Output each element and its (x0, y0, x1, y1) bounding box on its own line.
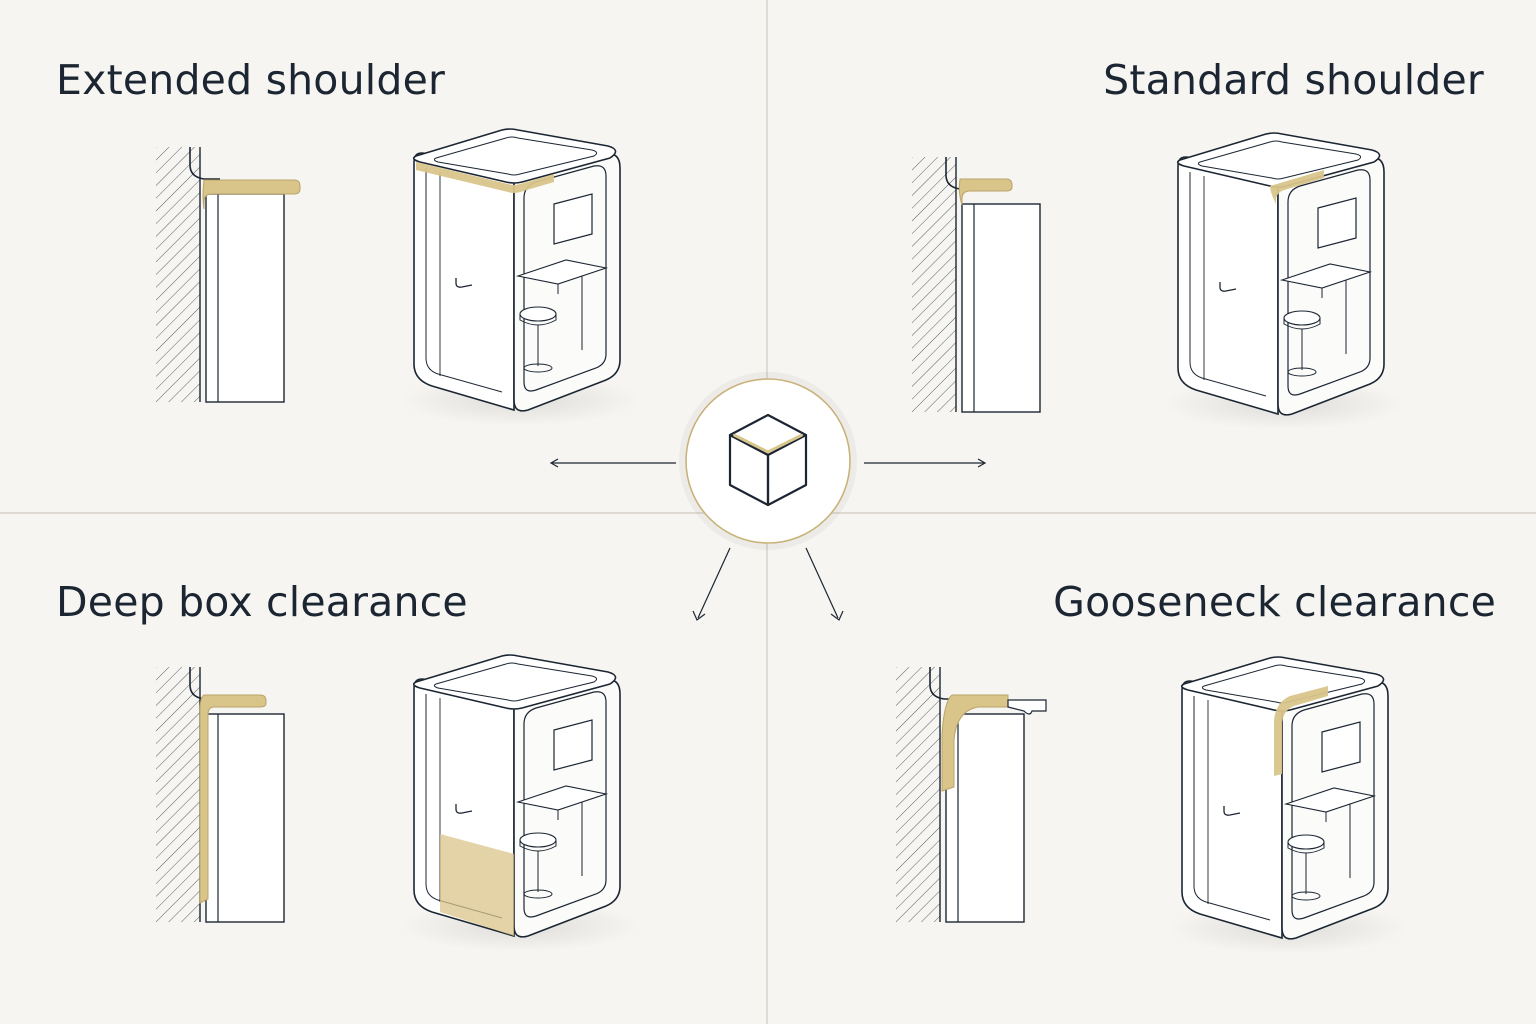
booth-drawing (1163, 132, 1405, 431)
deep-box-clearance-illustration (155, 654, 641, 953)
panel-title-standard-shoulder: Standard shoulder (1103, 56, 1484, 104)
booth-drawing (1167, 656, 1409, 955)
center-hub (679, 372, 857, 550)
arrow-right (864, 458, 987, 468)
extended-shoulder-illustration (155, 128, 641, 427)
panel-title-extended-shoulder: Extended shoulder (56, 56, 446, 104)
wall-section-detail (155, 146, 301, 403)
arrow-left (549, 458, 676, 468)
panel-title-deep-box-clearance: Deep box clearance (56, 578, 468, 626)
panel-title-gooseneck-clearance: Gooseneck clearance (1053, 578, 1496, 626)
arrow-down-right (805, 547, 844, 621)
wall-section-detail (155, 666, 285, 923)
gooseneck-clearance-illustration (895, 656, 1409, 955)
arrow-down-left (692, 547, 731, 621)
wall-section-detail (911, 156, 1041, 413)
standard-shoulder-illustration (911, 132, 1405, 431)
wall-section-detail (895, 666, 1047, 923)
booth-drawing (399, 654, 641, 953)
booth-drawing (399, 128, 641, 427)
